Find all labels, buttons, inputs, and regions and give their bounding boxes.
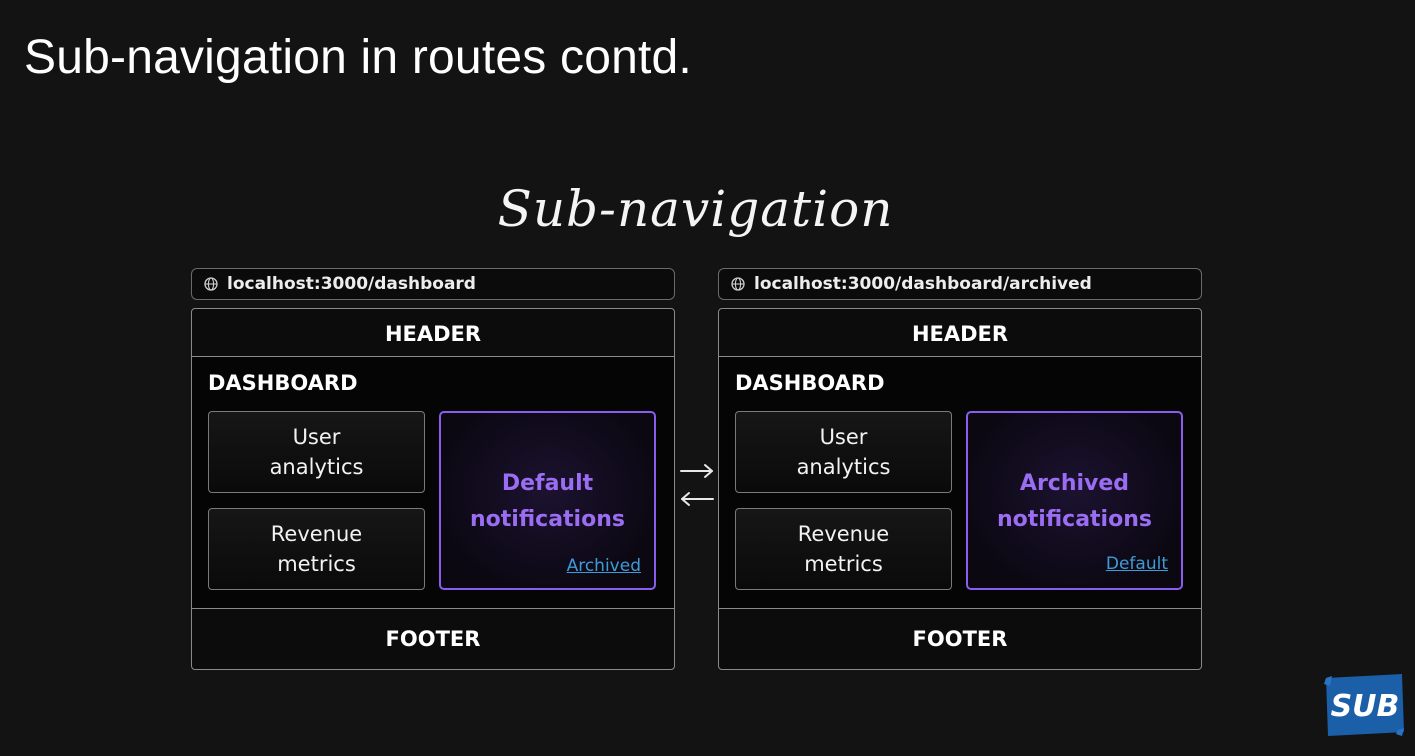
dashboard-title: DASHBOARD	[208, 371, 358, 395]
diagram-title: Sub-navigation	[497, 180, 894, 238]
globe-icon	[731, 277, 745, 291]
globe-icon	[204, 277, 218, 291]
archived-link[interactable]: Archived	[566, 556, 641, 576]
url-bar-right[interactable]: localhost:3000/dashboard/archived	[718, 268, 1202, 300]
slide-title: Sub-navigation in routes contd.	[24, 31, 692, 84]
bidirectional-arrows-icon	[679, 461, 715, 511]
header-label: HEADER	[911, 322, 1009, 346]
default-link[interactable]: Default	[1105, 554, 1168, 574]
sub-logo: SUB	[1322, 672, 1406, 738]
url-text: localhost:3000/dashboard	[227, 274, 476, 294]
header-label: HEADER	[384, 322, 482, 346]
url-text: localhost:3000/dashboard/archived	[754, 274, 1092, 294]
footer-label: FOOTER	[912, 627, 1008, 651]
url-bar-left[interactable]: localhost:3000/dashboard	[191, 268, 675, 300]
footer-label: FOOTER	[385, 627, 481, 651]
dashboard-title: DASHBOARD	[735, 371, 885, 395]
svg-text:SUB: SUB	[1331, 689, 1400, 724]
